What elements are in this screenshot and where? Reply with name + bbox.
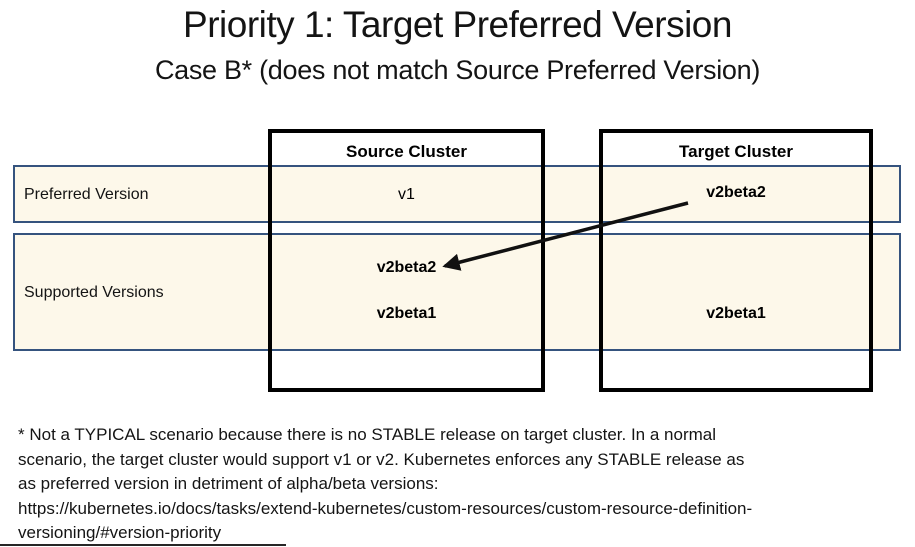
- supported-versions-label: Supported Versions: [24, 284, 164, 301]
- page-title: Priority 1: Target Preferred Version: [183, 4, 732, 45]
- source-cluster-header: Source Cluster: [346, 142, 467, 161]
- footnote-url-line: https://kubernetes.io/docs/tasks/extend-…: [18, 498, 753, 518]
- source-supported-version-1: v2beta2: [376, 259, 437, 276]
- footnote-url-line: versioning/#version-priority: [18, 523, 222, 542]
- target-preferred-version-value: v2beta2: [706, 184, 766, 201]
- footnote-line: as preferred version in detriment of alp…: [18, 474, 439, 493]
- preferred-version-label: Preferred Version: [24, 186, 149, 203]
- target-supported-version-1: v2beta1: [706, 305, 766, 322]
- source-supported-version-2: v2beta1: [376, 305, 437, 322]
- cropped-bottom-edge: [0, 544, 286, 546]
- page-subtitle: Case B* (does not match Source Preferred…: [154, 55, 761, 85]
- target-cluster-header: Target Cluster: [679, 142, 793, 161]
- target-cluster-box: Target Cluster: [599, 129, 873, 392]
- footnote-line: scenario, the target cluster would suppo…: [18, 449, 745, 469]
- footnote: * Not a TYPICAL scenario because there i…: [18, 423, 908, 546]
- footnote-line: * Not a TYPICAL scenario because there i…: [18, 425, 716, 444]
- source-preferred-version-value: v1: [398, 186, 415, 203]
